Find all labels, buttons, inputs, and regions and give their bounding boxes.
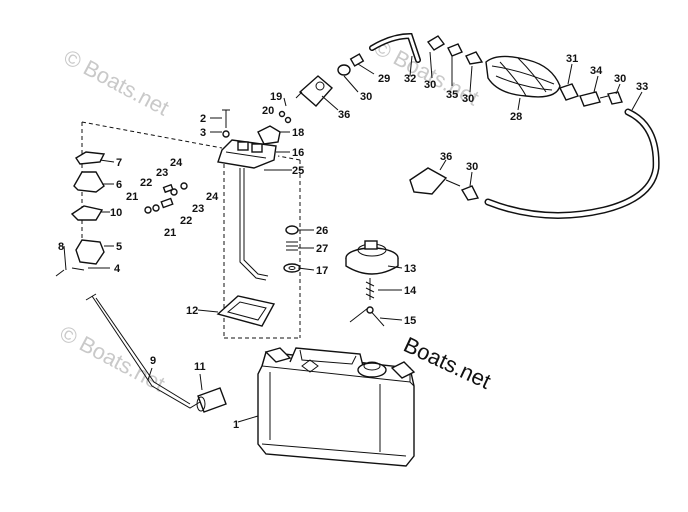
callout-35: 35 [446, 89, 458, 101]
leader-lines [63, 51, 643, 423]
callout-14: 14 [404, 285, 417, 297]
callout-labels: 1 2 3 4 5 6 7 8 9 10 11 12 13 14 15 16 1… [58, 53, 648, 431]
fuel-hose-long [484, 108, 660, 219]
callout-13: 13 [404, 263, 416, 275]
fuel-gauge-assembly [216, 125, 281, 327]
callout-19: 19 [270, 91, 282, 103]
callout-21a: 21 [126, 191, 138, 203]
callout-23a: 23 [156, 167, 168, 179]
fuel-connector-top [295, 75, 333, 107]
callout-10: 10 [110, 207, 122, 219]
callout-25: 25 [292, 165, 304, 177]
callout-3: 3 [200, 127, 206, 139]
callout-15: 15 [404, 315, 416, 327]
callout-6: 6 [116, 179, 122, 191]
watermark-top-left: © Boats.net [60, 44, 174, 120]
vent-chain [349, 278, 385, 327]
callout-36b: 36 [440, 151, 452, 163]
callout-24b: 24 [206, 191, 219, 203]
float-arm [85, 293, 227, 413]
callout-20: 20 [262, 105, 274, 117]
callout-1: 1 [233, 419, 239, 431]
callout-4: 4 [114, 263, 121, 275]
callout-26: 26 [316, 225, 328, 237]
callout-31: 31 [566, 53, 578, 65]
callout-23b: 23 [192, 203, 204, 215]
callout-22b: 22 [180, 215, 192, 227]
callout-24a: 24 [170, 157, 183, 169]
callout-30c: 30 [462, 93, 474, 105]
pickup-parts [283, 225, 301, 273]
primer-bulb-assembly [426, 35, 623, 107]
callout-29: 29 [378, 73, 390, 85]
callout-5: 5 [116, 241, 122, 253]
left-small-parts [55, 151, 188, 277]
callout-30d: 30 [614, 73, 626, 85]
callout-22a: 22 [140, 177, 152, 189]
callout-21b: 21 [164, 227, 176, 239]
callout-32: 32 [404, 73, 416, 85]
callout-11: 11 [194, 361, 206, 373]
callout-36a: 36 [338, 109, 350, 121]
fuel-tank [257, 347, 416, 467]
callout-8: 8 [58, 241, 64, 253]
callout-18: 18 [292, 127, 304, 139]
screws [222, 97, 292, 138]
fittings-top [337, 53, 365, 76]
callout-34: 34 [590, 65, 603, 77]
callout-28: 28 [510, 111, 522, 123]
filler-cap [345, 240, 399, 275]
callout-9: 9 [150, 355, 156, 367]
callout-2: 2 [200, 113, 206, 125]
callout-27: 27 [316, 243, 328, 255]
fuel-hose-short [369, 32, 421, 63]
callout-33: 33 [636, 81, 648, 93]
callout-17: 17 [316, 265, 328, 277]
callout-30b: 30 [424, 79, 436, 91]
callout-30a: 30 [360, 91, 372, 103]
callout-30e: 30 [466, 161, 478, 173]
callout-7: 7 [116, 157, 122, 169]
callout-12: 12 [186, 305, 198, 317]
assembly-outline [81, 121, 301, 339]
fuel-connector-lower [409, 167, 480, 201]
callout-16: 16 [292, 147, 304, 159]
